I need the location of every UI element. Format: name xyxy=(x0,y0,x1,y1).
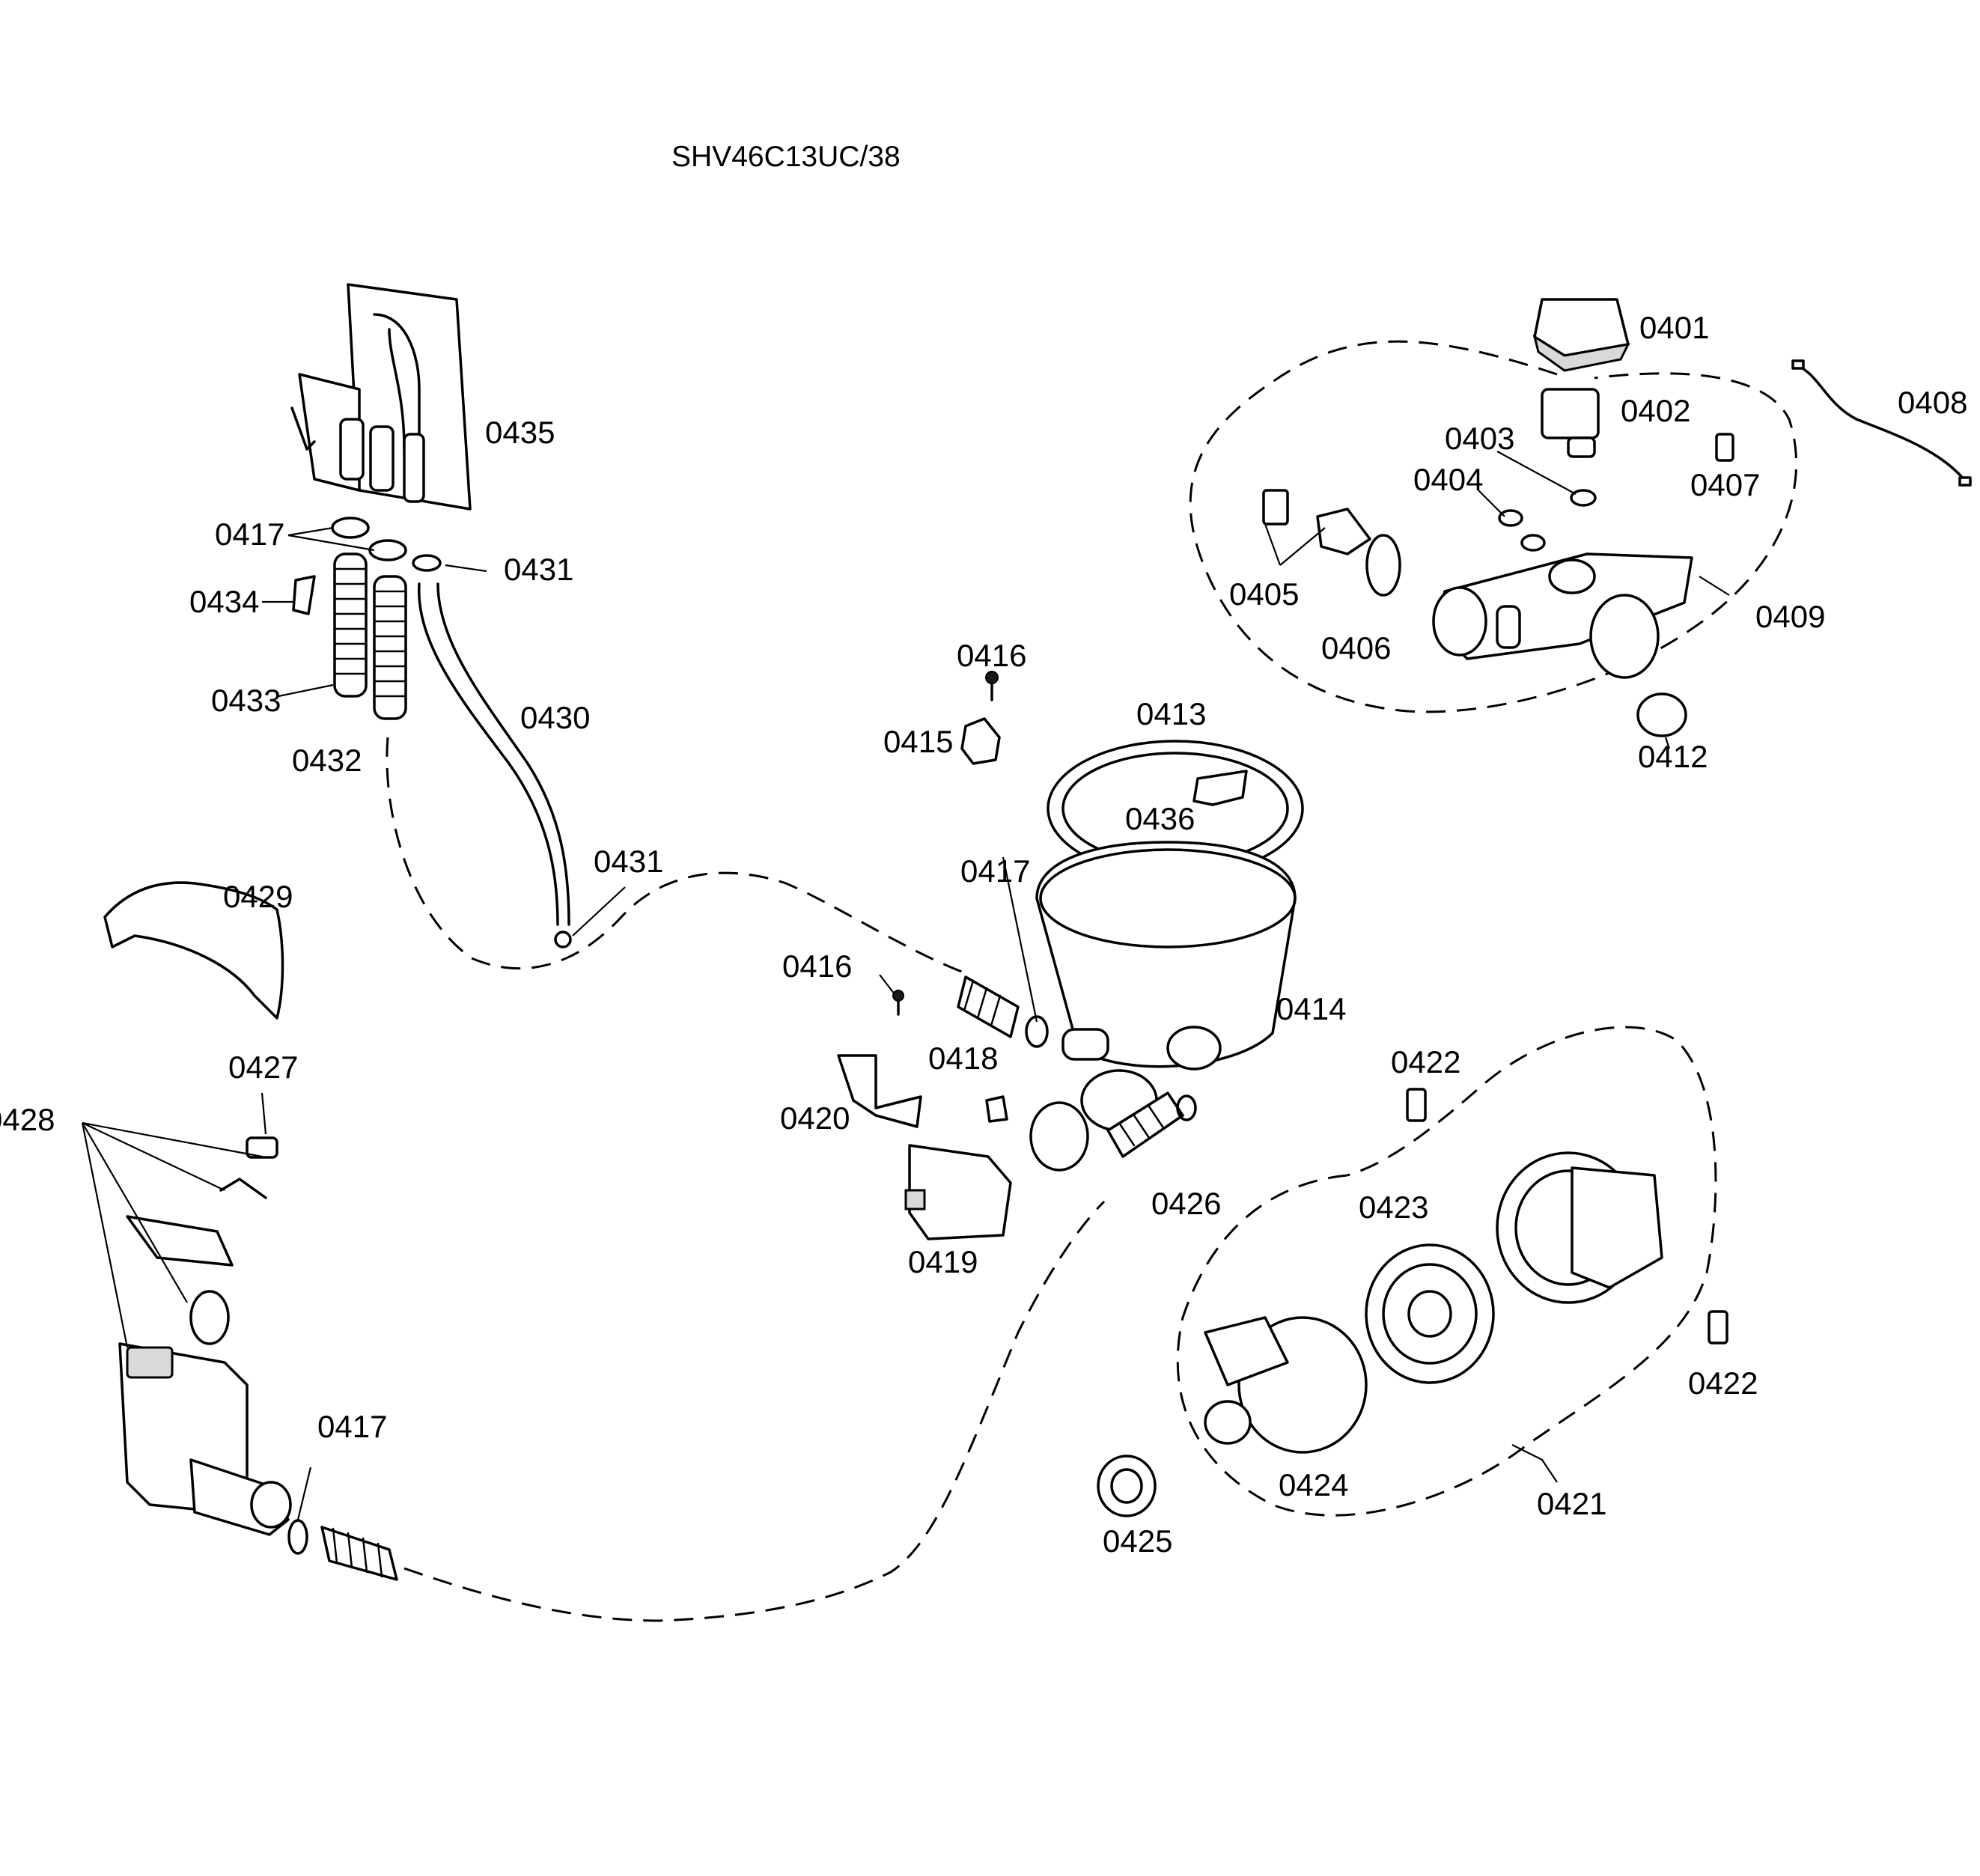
sensor-clip-0407 xyxy=(1715,433,1734,462)
drain-pump-bellows xyxy=(320,1526,398,1581)
label-0417-middle: 0417 xyxy=(960,853,1030,889)
label-0406: 0406 xyxy=(1321,630,1391,666)
label-0430: 0430 xyxy=(520,700,590,735)
pump-motor-part xyxy=(1496,1151,1663,1304)
label-0413: 0413 xyxy=(1136,696,1206,731)
drain-pump-cover-part xyxy=(103,881,284,1020)
sump-ring-0426 xyxy=(1176,1094,1197,1121)
fill-hose-part xyxy=(418,582,559,926)
label-0401: 0401 xyxy=(1639,310,1709,345)
label-0408: 0408 xyxy=(1898,385,1967,420)
pump-impeller-housing-0423 xyxy=(1365,1243,1495,1384)
label-0416-upper: 0416 xyxy=(957,638,1026,673)
leader-lines xyxy=(81,451,1730,1520)
model-number-title: SHV46C13UC/38 xyxy=(671,141,901,173)
water-switch-housing-part xyxy=(1432,552,1693,679)
pump-grommet-0425 xyxy=(1097,1455,1157,1517)
corrugated-hoses xyxy=(333,552,407,720)
label-0407: 0407 xyxy=(1690,467,1760,502)
sump-bellows-0426 xyxy=(1106,1091,1184,1158)
label-0427: 0427 xyxy=(228,1050,298,1085)
bracket-part-0420 xyxy=(837,1054,922,1128)
small-part-0418 xyxy=(985,1095,1008,1123)
label-0434: 0434 xyxy=(189,584,259,619)
sump-seal-ring-small xyxy=(1025,1015,1049,1048)
label-0414: 0414 xyxy=(1276,991,1346,1026)
valve-part-0405 xyxy=(1262,489,1371,555)
label-0402: 0402 xyxy=(1621,393,1690,428)
label-0419: 0419 xyxy=(908,1244,978,1279)
drain-hose-route xyxy=(386,737,966,975)
sensor-cable-part xyxy=(1795,364,1967,482)
label-0423: 0423 xyxy=(1359,1190,1428,1225)
sensor-ring-0404a xyxy=(1498,509,1523,527)
label-0417-lower: 0417 xyxy=(317,1409,387,1444)
drain-pump-assembly-part xyxy=(118,1178,292,1536)
label-0435: 0435 xyxy=(485,415,555,450)
label-0436: 0436 xyxy=(1125,801,1195,836)
sump-part-0414 xyxy=(1035,841,1297,1132)
label-0425: 0425 xyxy=(1103,1523,1172,1559)
label-0421: 0421 xyxy=(1537,1486,1606,1521)
large-seal-ring xyxy=(1029,1101,1089,1172)
drain-pump-hose-route xyxy=(403,1200,1106,1622)
drain-pump-seal-ring xyxy=(287,1519,308,1555)
vent-housing-part xyxy=(290,283,472,511)
screw-upper xyxy=(985,671,999,701)
label-0412: 0412 xyxy=(1638,739,1708,774)
sensor-ring-0404b xyxy=(1520,534,1546,552)
label-0426: 0426 xyxy=(1151,1186,1221,1221)
hose-clip-part xyxy=(292,575,316,615)
label-0415: 0415 xyxy=(883,724,953,759)
label-0424: 0424 xyxy=(1279,1467,1348,1502)
valve-seal-ring xyxy=(1365,534,1401,597)
label-0420: 0420 xyxy=(780,1100,850,1136)
label-0403: 0403 xyxy=(1445,421,1514,456)
label-0417-upper: 0417 xyxy=(215,517,284,552)
label-0422-lower: 0422 xyxy=(1688,1365,1758,1401)
label-0422-upper: 0422 xyxy=(1391,1044,1460,1079)
pump-assembly-boundary xyxy=(1176,1026,1717,1517)
label-0409: 0409 xyxy=(1755,599,1825,634)
label-0429: 0429 xyxy=(223,879,293,914)
label-0404: 0404 xyxy=(1413,462,1483,497)
label-0432: 0432 xyxy=(292,743,362,778)
label-0431-lower: 0431 xyxy=(594,844,663,879)
label-0418: 0418 xyxy=(928,1041,998,1076)
sump-bellows-0417 xyxy=(957,975,1020,1038)
clip-0422-lower xyxy=(1708,1310,1728,1344)
hose-clamp-lower xyxy=(554,931,572,948)
label-0431-upper: 0431 xyxy=(504,552,573,587)
label-0433: 0433 xyxy=(211,683,281,718)
sensor-ring-0403 xyxy=(1570,489,1597,507)
small-clip-part xyxy=(246,1136,278,1159)
pump-volute-0424 xyxy=(1204,1316,1368,1454)
part-labels: 0401 0402 0403 0404 0405 0406 0407 0408 … xyxy=(0,310,1967,1559)
bracket-part-0415 xyxy=(960,717,1001,765)
label-0428: 0428 xyxy=(0,1102,55,1137)
screw-lower xyxy=(892,990,904,1016)
sensor-unit-part xyxy=(1541,388,1600,458)
hose-clamp-0412 xyxy=(1636,692,1687,737)
label-0405: 0405 xyxy=(1229,576,1299,612)
heater-relay-part-0419 xyxy=(904,1144,1012,1240)
label-0416-lower: 0416 xyxy=(782,948,852,984)
clip-0422-upper xyxy=(1406,1088,1427,1122)
sensor-assembly-boundary xyxy=(1189,340,1798,713)
sump-insert-0436 xyxy=(1192,770,1248,806)
